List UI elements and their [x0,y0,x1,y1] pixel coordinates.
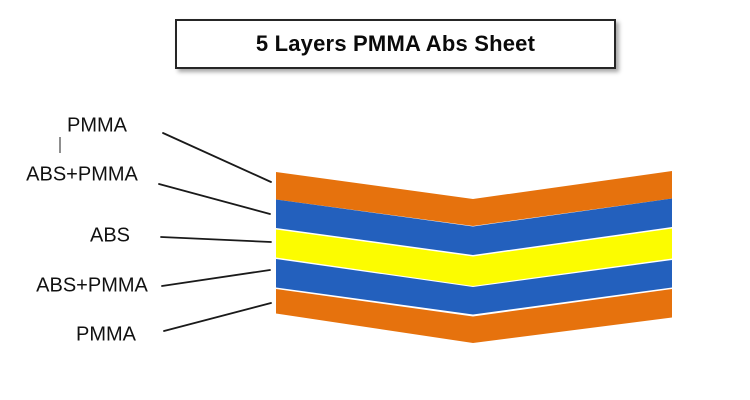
layer-label-pmma-top: PMMA [67,114,127,137]
layer-polygon-abspmma-upper [276,198,672,255]
leader-line-pmma-bottom [163,302,272,332]
layer-label-pmma-bottom: PMMA [76,323,136,346]
layer-polygon-abs-core [276,228,672,286]
leader-line-abs-core [160,236,272,243]
layer-label-abspmma-upper: ABS+PMMA [26,163,138,186]
layer-polygon-pmma-bottom [276,289,672,343]
layer-label-abs-core: ABS [89,224,131,247]
layer-label-abspmma-lower: ABS+PMMA [36,274,148,297]
title-box: 5 Layers PMMA Abs Sheet [175,19,616,69]
page-title: 5 Layers PMMA Abs Sheet [255,31,536,56]
leader-line-pmma-top [162,132,272,183]
layer-polygon-abspmma-lower [276,259,672,315]
leader-line-abspmma-upper [158,183,271,215]
leader-line-abspmma-lower [161,269,271,287]
layer-polygon-pmma-top [276,171,672,226]
